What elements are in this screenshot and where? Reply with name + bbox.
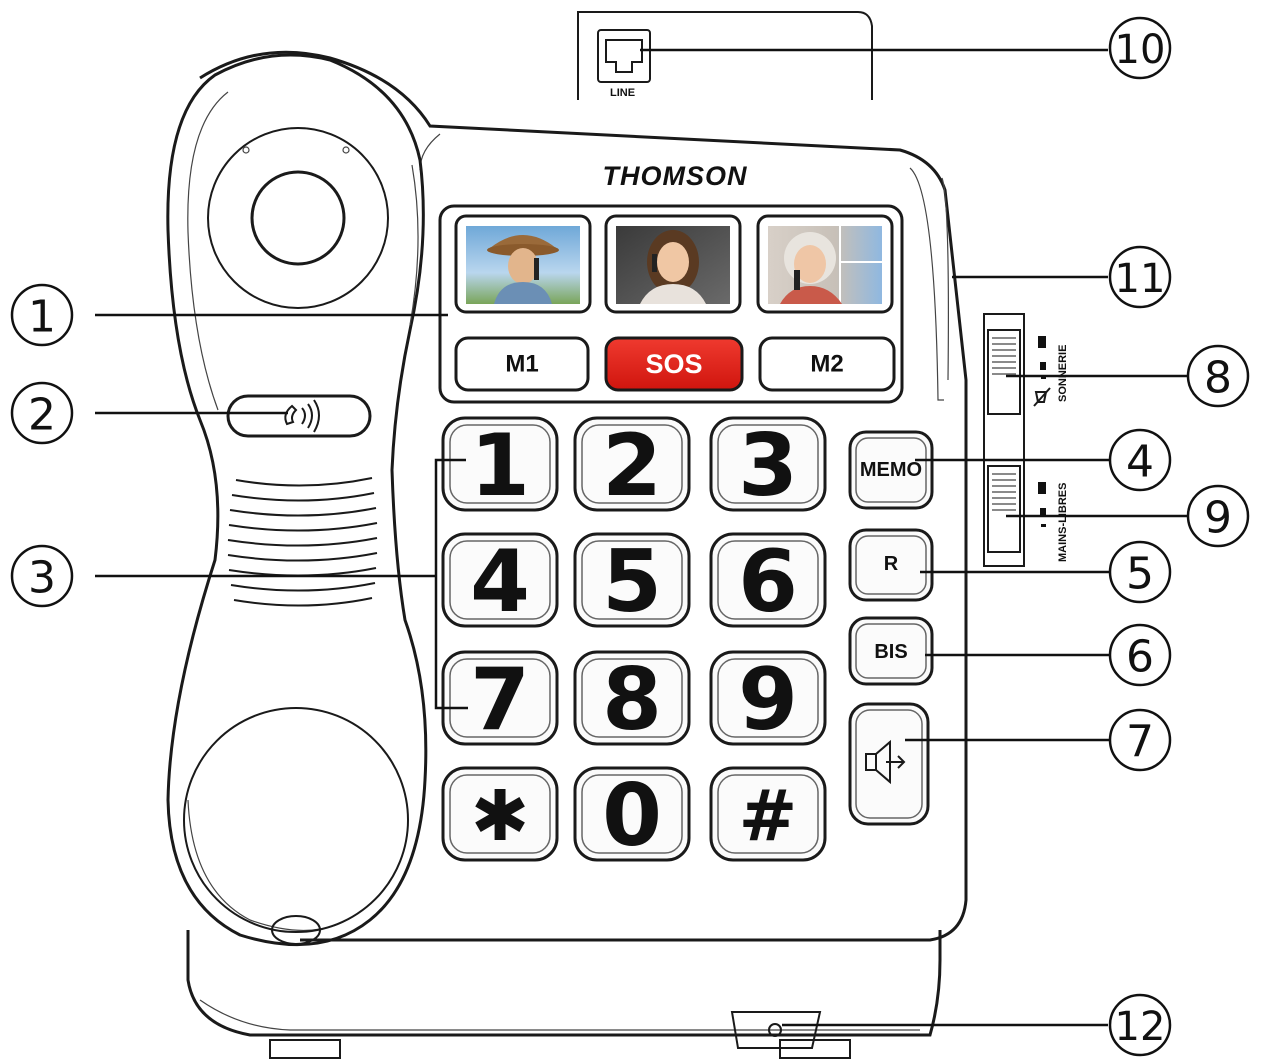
handsfree-label: MAINS-LIBRES bbox=[1057, 483, 1069, 562]
callout-number: 3 bbox=[28, 553, 56, 604]
key-1[interactable]: 1 bbox=[441, 416, 559, 516]
callout-number: 5 bbox=[1126, 549, 1154, 600]
leader-lines bbox=[95, 48, 1190, 1027]
m1-label: M1 bbox=[505, 351, 538, 378]
callout-6: 6 bbox=[1108, 623, 1172, 687]
callout-number: 2 bbox=[28, 390, 56, 441]
m2-label: M2 bbox=[810, 351, 843, 378]
power-socket bbox=[730, 1011, 822, 1049]
handsfree-volume-slider[interactable] bbox=[987, 465, 1021, 553]
callout-8: 8 bbox=[1186, 344, 1250, 408]
recall-button[interactable]: R bbox=[848, 528, 934, 602]
key-label: 7 bbox=[470, 650, 530, 750]
key-7[interactable]: 7 bbox=[441, 650, 559, 750]
key-3[interactable]: 3 bbox=[709, 416, 827, 516]
hearing-aid-button[interactable] bbox=[226, 394, 372, 438]
key-2[interactable]: 2 bbox=[573, 416, 691, 516]
earpiece bbox=[207, 127, 389, 309]
sos-button[interactable]: SOS bbox=[604, 336, 744, 392]
ringer-level-icon bbox=[1033, 336, 1051, 407]
cowboy-photo-person bbox=[487, 235, 559, 304]
key-4[interactable]: 4 bbox=[441, 532, 559, 632]
photo-button-2[interactable] bbox=[604, 214, 742, 314]
key-label: 2 bbox=[602, 416, 662, 516]
speaker-icon bbox=[865, 739, 906, 785]
ringer-slider[interactable] bbox=[987, 329, 1021, 415]
key-8[interactable]: 8 bbox=[573, 650, 691, 750]
line-label: LINE bbox=[610, 87, 635, 99]
key-label: ✱ bbox=[471, 775, 530, 857]
key-9[interactable]: 9 bbox=[709, 650, 827, 750]
key-label: 8 bbox=[602, 650, 662, 750]
callout-7: 7 bbox=[1108, 708, 1172, 772]
callout-9: 9 bbox=[1186, 484, 1250, 548]
callout-number: 8 bbox=[1204, 353, 1232, 404]
callout-number: 6 bbox=[1126, 632, 1154, 683]
key-hash[interactable]: # bbox=[709, 766, 827, 862]
callout-number: 9 bbox=[1204, 493, 1232, 544]
ringer-label: SONNERIE bbox=[1057, 345, 1069, 402]
callout-number: 10 bbox=[1115, 27, 1166, 73]
handsfree-level-icon bbox=[1038, 482, 1046, 527]
key-label: # bbox=[739, 775, 798, 857]
callout-1: 1 bbox=[10, 283, 74, 347]
woman-photo-person bbox=[640, 230, 706, 304]
brand-logo: THOMSON bbox=[603, 161, 748, 191]
speaker-grille bbox=[227, 477, 378, 607]
side-slider-panel: SONNERIE MAINS-LIBRES bbox=[983, 313, 1069, 567]
sos-label: SOS bbox=[645, 349, 702, 379]
key-6[interactable]: 6 bbox=[709, 532, 827, 632]
key-star[interactable]: ✱ bbox=[441, 766, 559, 862]
callout-number: 4 bbox=[1126, 437, 1154, 488]
recall-label: R bbox=[884, 553, 899, 575]
memo-button[interactable]: MEMO bbox=[848, 430, 934, 510]
callout-number: 1 bbox=[28, 292, 56, 343]
callout-12: 12 bbox=[1108, 993, 1172, 1057]
m2-button[interactable]: M2 bbox=[758, 336, 896, 392]
phone-base bbox=[186, 50, 968, 1059]
callout-10: 10 bbox=[1108, 16, 1172, 80]
handset bbox=[166, 53, 428, 947]
callout-number: 12 bbox=[1115, 1004, 1166, 1050]
key-label: 5 bbox=[602, 532, 662, 632]
callout-number: 7 bbox=[1126, 717, 1154, 768]
memo-label: MEMO bbox=[860, 459, 922, 481]
speaker-button[interactable] bbox=[848, 702, 930, 826]
key-label: 9 bbox=[738, 650, 798, 750]
key-label: 0 bbox=[602, 766, 662, 866]
photo-button-3[interactable] bbox=[756, 214, 894, 314]
line-jack: LINE bbox=[577, 11, 873, 100]
callout-4: 4 bbox=[1108, 428, 1172, 492]
ringer-mute-icon bbox=[1034, 391, 1048, 403]
photo-memory-panel: M1 SOS M2 bbox=[438, 204, 904, 404]
mouthpiece bbox=[183, 707, 409, 933]
callout-2: 2 bbox=[10, 381, 74, 445]
key-label: 3 bbox=[738, 416, 798, 516]
key-0[interactable]: 0 bbox=[573, 766, 691, 866]
key-5[interactable]: 5 bbox=[573, 532, 691, 632]
callout-5: 5 bbox=[1108, 540, 1172, 604]
redial-label: BIS bbox=[874, 641, 907, 663]
key-label: 4 bbox=[470, 532, 530, 632]
senior-photo-person bbox=[780, 226, 882, 304]
key-label: 1 bbox=[470, 416, 530, 516]
photo-button-1[interactable] bbox=[454, 214, 592, 314]
callout-11: 11 bbox=[1108, 245, 1172, 309]
redial-button[interactable]: BIS bbox=[848, 616, 934, 686]
callout-number: 11 bbox=[1115, 256, 1166, 302]
hearing-aid-icon bbox=[284, 399, 320, 433]
m1-button[interactable]: M1 bbox=[454, 336, 590, 392]
key-label: 6 bbox=[738, 532, 798, 632]
callout-3: 3 bbox=[10, 544, 74, 608]
